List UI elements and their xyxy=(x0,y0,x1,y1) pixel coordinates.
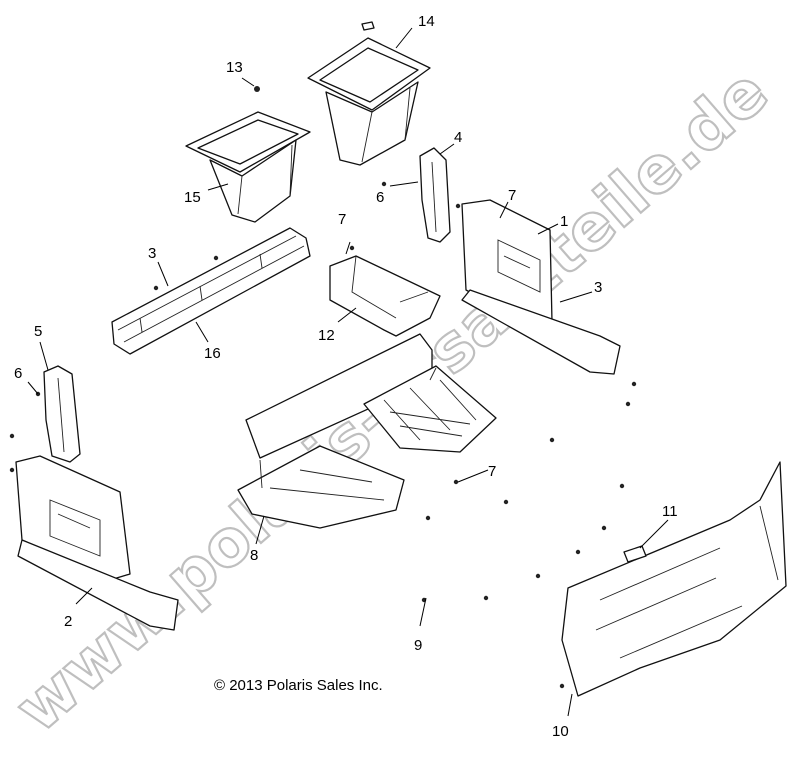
part-panel-5 xyxy=(43,365,81,463)
fasteners xyxy=(9,181,637,689)
part-rail-16 xyxy=(111,227,311,355)
callout-7-top: 7 xyxy=(338,211,346,228)
copyright-notice: © 2013 Polaris Sales Inc. xyxy=(214,677,383,694)
callout-11: 11 xyxy=(662,503,678,520)
part-side-panel-2 xyxy=(15,455,179,631)
callout-14: 14 xyxy=(418,13,435,30)
callout-15: 15 xyxy=(184,189,201,206)
label-plate-11 xyxy=(623,545,647,563)
callout-7-center: 7 xyxy=(488,463,496,480)
callout-4: 4 xyxy=(454,129,462,146)
callout-1: 1 xyxy=(560,213,568,230)
part-storage-bin-15 xyxy=(185,111,311,223)
callout-2: 2 xyxy=(64,613,72,630)
callout-8: 8 xyxy=(250,547,258,564)
leader-lines xyxy=(27,27,669,717)
part-side-panel-1 xyxy=(461,199,621,375)
part-bracket-12 xyxy=(329,255,441,337)
part-floor-pan-8 xyxy=(237,333,497,529)
callout-labels: 14 13 15 3 16 7 12 4 6 7 1 3 5 6 2 8 7 9… xyxy=(14,13,678,740)
part-storage-bin-14 xyxy=(307,21,431,166)
callout-6-right: 6 xyxy=(376,189,384,206)
callout-3-right: 3 xyxy=(594,279,602,296)
callout-9: 9 xyxy=(414,637,422,654)
callout-7-right: 7 xyxy=(508,187,516,204)
part-panel-4 xyxy=(419,147,451,243)
part-rear-panel-10 xyxy=(561,461,787,697)
callout-6-left: 6 xyxy=(14,365,22,382)
callout-12: 12 xyxy=(318,327,335,344)
callout-3-left: 3 xyxy=(148,245,156,262)
callout-13: 13 xyxy=(226,59,243,76)
bolt-13 xyxy=(254,86,260,92)
callout-5: 5 xyxy=(34,323,42,340)
callout-10: 10 xyxy=(552,723,569,740)
callout-16: 16 xyxy=(204,345,221,362)
